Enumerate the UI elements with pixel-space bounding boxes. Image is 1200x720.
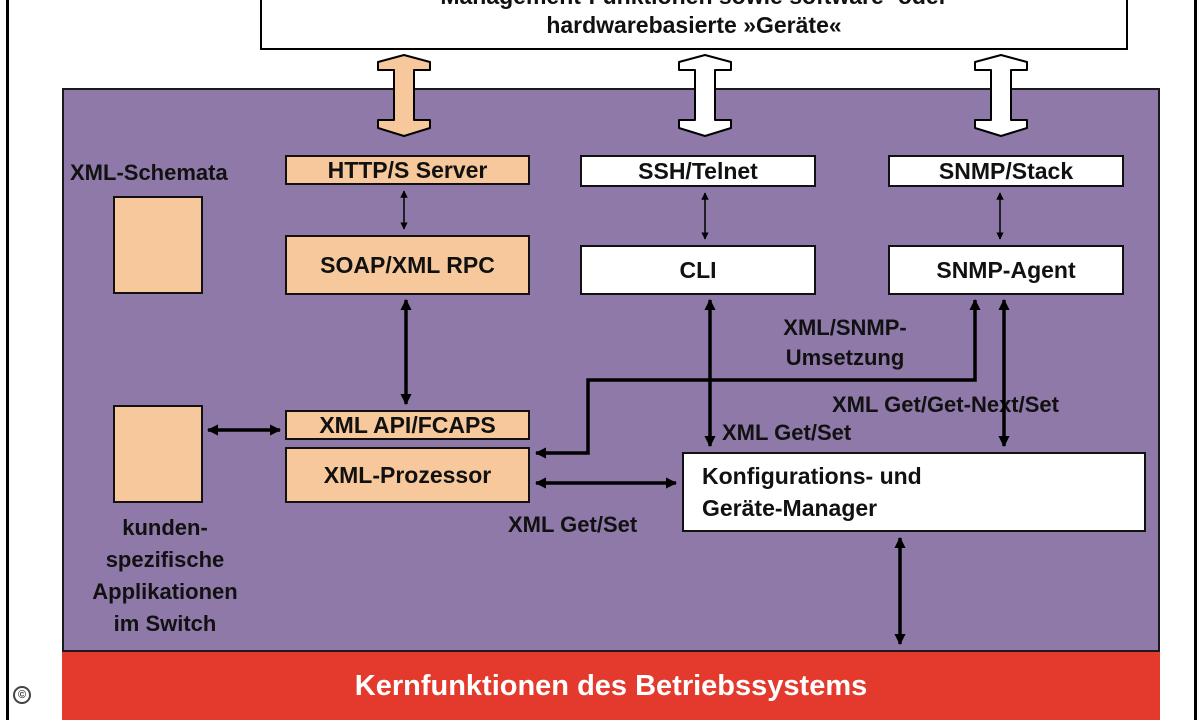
soap-xml-rpc-box: SOAP/XML RPC — [285, 235, 530, 295]
custom-apps-line1: kunden- — [122, 515, 208, 540]
xml-schemata-box — [113, 196, 203, 294]
custom-apps-line3: Applikationen — [92, 579, 238, 604]
copyright-icon: © — [13, 686, 31, 704]
manager-line2: Geräte-Manager — [702, 495, 878, 521]
ssh-double-arrow-icon — [678, 54, 732, 137]
management-functions-box: Management-Funktionen sowie software- od… — [260, 0, 1128, 50]
xml-get-set-processor-label: XML Get/Set — [508, 512, 638, 537]
ssh-telnet-box: SSH/Telnet — [580, 155, 816, 187]
custom-apps-line4: im Switch — [113, 611, 217, 636]
xmlapi-agent-conversion-link — [534, 298, 981, 459]
config-device-manager-box: Konfigurations- und Geräte-Manager — [682, 452, 1146, 532]
xml-api-fcaps-box: XML API/FCAPS — [285, 410, 530, 440]
snmp-stack-box: SNMP/Stack — [888, 155, 1124, 187]
custom-apps-box — [113, 405, 203, 503]
xml-schemata-label: XML-Schemata — [70, 160, 228, 185]
snmp-agent-box: SNMP-Agent — [888, 245, 1124, 295]
management-functions-line2: hardwarebasierte »Geräte« — [546, 12, 842, 38]
management-functions-line1: Management-Funktionen sowie software- od… — [440, 0, 947, 11]
cli-box: CLI — [580, 245, 816, 295]
xml-prozessor-box: XML-Prozessor — [285, 447, 530, 503]
manager-line1: Konfigurations- und — [702, 463, 922, 489]
left-border — [6, 0, 9, 720]
kernel-functions-bar: Kernfunktionen des Betriebssystems — [62, 650, 1160, 720]
custom-apps-line2: spezifische — [105, 547, 225, 572]
custom-apps-label: kunden- spezifische Applikationen im Swi… — [60, 512, 270, 640]
right-border — [1194, 0, 1197, 720]
snmp-double-arrow-icon — [974, 54, 1028, 137]
http-server-box: HTTP/S Server — [285, 155, 530, 185]
http-double-arrow-icon — [377, 54, 431, 137]
